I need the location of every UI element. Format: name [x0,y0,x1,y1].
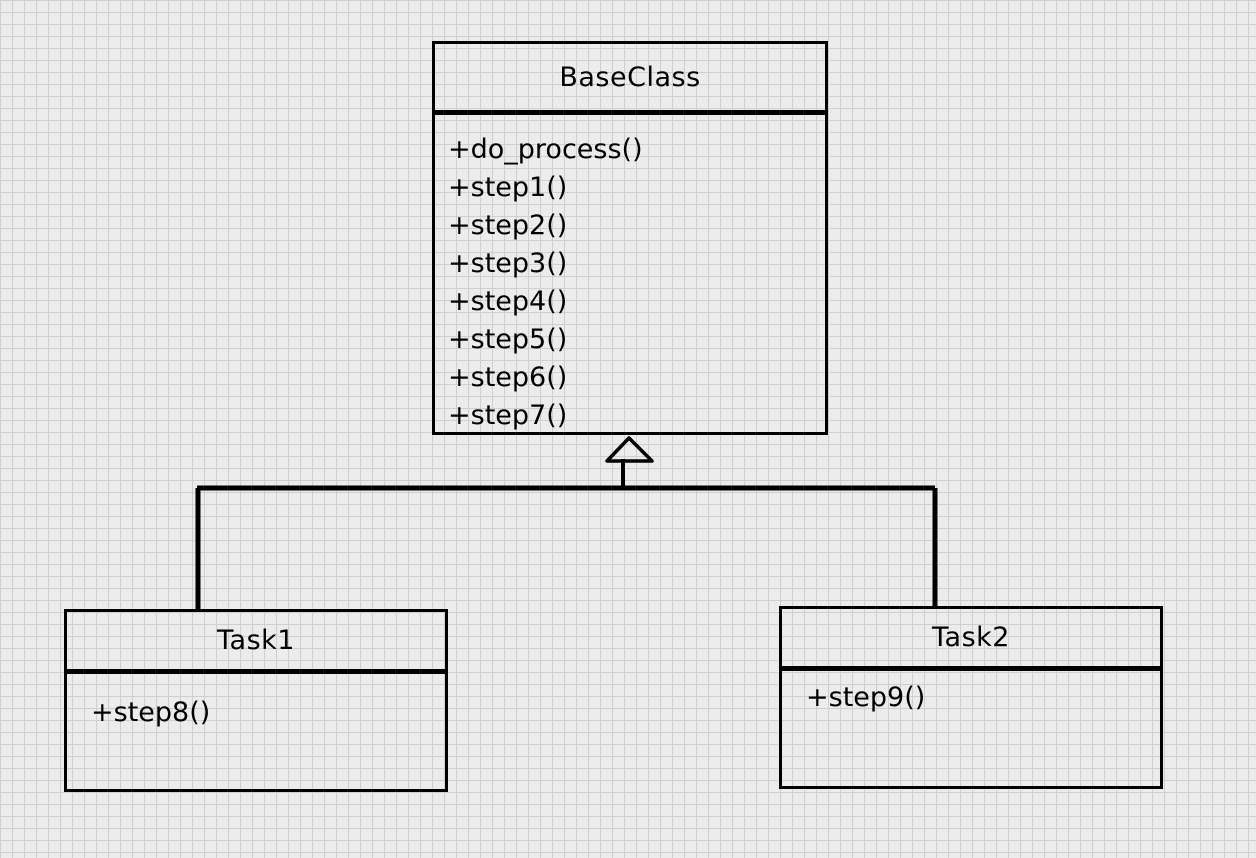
method-step4: +step4() [448,286,568,317]
method-list-task1: +step8() [67,674,445,732]
method-step5: +step5() [448,324,568,355]
class-name-task1: Task1 [217,625,295,656]
method-list-task2: +step9() [782,671,1160,717]
class-box-task1[interactable]: Task1 +step8() [64,609,448,792]
class-box-task2[interactable]: Task2 +step9() [779,606,1163,789]
method-step3: +step3() [448,248,568,279]
class-name-task2: Task2 [932,622,1010,653]
method-step2: +step2() [448,210,568,241]
class-header-task1: Task1 [67,612,445,674]
method-step1: +step1() [448,172,568,203]
method-do-process: +do_process() [448,134,643,165]
method-list-baseclass: +do_process() +step1() +step2() +step3()… [435,115,825,435]
method-step9: +step9() [806,682,926,713]
class-name-baseclass: BaseClass [559,61,701,93]
class-header-baseclass: BaseClass [435,44,825,115]
generalization-arrowhead-icon [605,436,654,463]
class-box-baseclass[interactable]: BaseClass +do_process() +step1() +step2(… [432,41,828,435]
class-header-task2: Task2 [782,609,1160,671]
method-step8: +step8() [91,697,211,728]
method-step6: +step6() [448,362,568,393]
method-step7: +step7() [448,400,568,431]
